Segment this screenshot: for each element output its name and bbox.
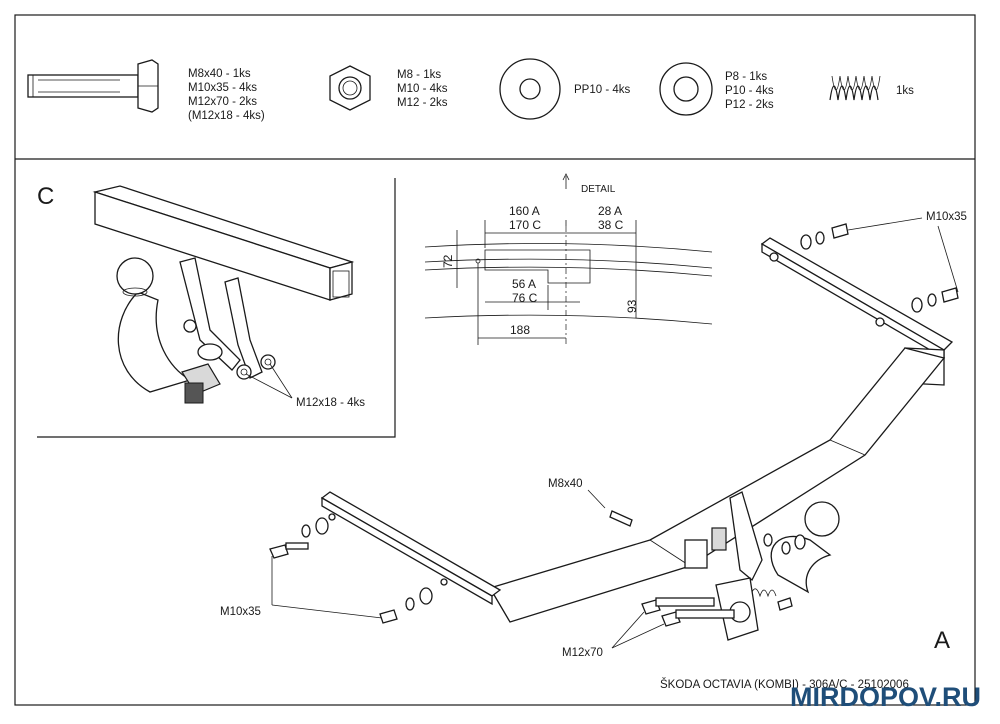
dim-76c: 76 C (512, 291, 538, 305)
spring-line-1: 1ks (896, 85, 914, 97)
large-washers-line-1: PP10 - 4ks (574, 84, 630, 96)
view-c-letter: C (37, 183, 54, 210)
left-fasteners (269, 517, 433, 624)
bolts-line-2: M10x35 - 4ks (188, 82, 257, 94)
dim-170c: 170 C (509, 218, 541, 232)
nuts-line-3: M12 - 2ks (397, 97, 448, 109)
view-c-bolt-label: M12x18 - 4ks (296, 397, 365, 409)
dim-28a: 28 A (598, 204, 622, 218)
dim-38c: 38 C (598, 218, 624, 232)
watermark: MIRDOPOV.RU (790, 682, 981, 712)
bolts-line-3: M12x70 - 2ks (188, 96, 257, 108)
large-washer-icon (499, 58, 561, 120)
washers-line-1: P8 - 1ks (725, 71, 767, 83)
drawing-frame (14, 14, 976, 706)
washers-line-2: P10 - 4ks (725, 85, 774, 97)
nuts-line-2: M10 - 4ks (397, 83, 448, 95)
nuts-line-1: M8 - 1ks (397, 69, 441, 81)
washer-icon (659, 62, 713, 116)
label-m10x35-right: M10x35 (926, 211, 967, 223)
view-a-assembly: M10x35 M8x40 M10x35 M12x70 A (220, 211, 967, 659)
label-m10x35-left: M10x35 (220, 606, 261, 618)
right-upper-fasteners (800, 223, 959, 313)
bolts-line-1: M8x40 - 1ks (188, 68, 251, 80)
detail-section: DETAIL 160 A 170 C 28 A 38 C 72 (424, 173, 713, 346)
spring-icon (829, 75, 881, 101)
dim-188: 188 (510, 323, 530, 337)
label-m8x40: M8x40 (548, 478, 583, 490)
drawing-caption: ŠKODA OCTAVIA (KOMBI) - 306A/C - 2510200… (660, 678, 909, 691)
detail-title: DETAIL (581, 184, 616, 195)
view-a-letter: A (934, 627, 950, 654)
dim-160a: 160 A (509, 204, 540, 218)
label-m12x70: M12x70 (562, 647, 603, 659)
washers-line-3: P12 - 2ks (725, 99, 774, 111)
dim-56a: 56 A (512, 277, 536, 291)
bolts-line-4: (M12x18 - 4ks) (188, 110, 265, 122)
view-c-panel: C M12x18 - 4ks (37, 178, 396, 438)
dim-93: 93 (625, 299, 639, 313)
bolt-icon (27, 59, 159, 113)
nut-icon (329, 65, 371, 111)
dim-72: 72 (441, 254, 455, 268)
